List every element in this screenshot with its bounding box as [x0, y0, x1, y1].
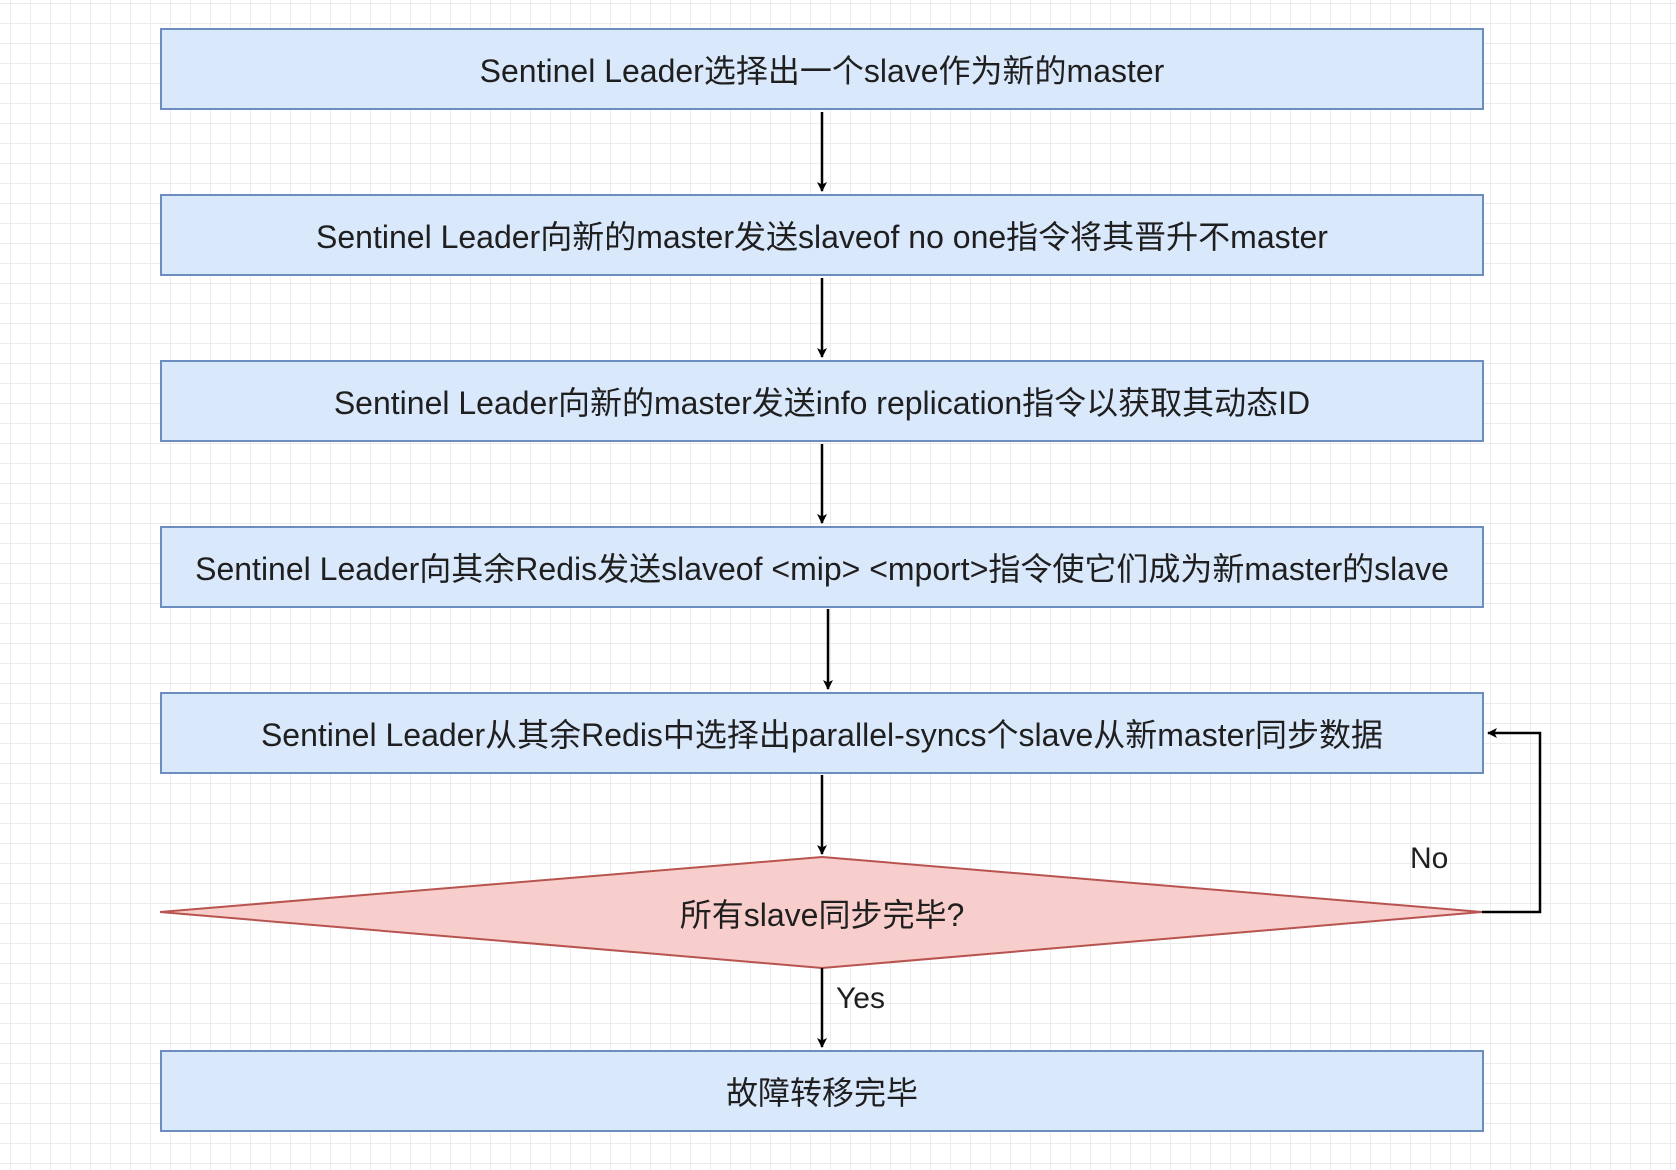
arrow-decision-no-loop	[1482, 728, 1542, 914]
end-box: 故障转移完毕	[160, 1050, 1484, 1132]
step-box-3: Sentinel Leader向新的master发送info replicati…	[160, 360, 1484, 442]
step-box-1: Sentinel Leader选择出一个slave作为新的master	[160, 28, 1484, 110]
step-box-5: Sentinel Leader从其余Redis中选择出parallel-sync…	[160, 692, 1484, 774]
decision-label: 所有slave同步完毕?	[679, 897, 965, 933]
step-box-2: Sentinel Leader向新的master发送slaveof no one…	[160, 194, 1484, 276]
no-edge-label: No	[1410, 842, 1449, 875]
step-box-4: Sentinel Leader向其余Redis发送slaveof <mip> <…	[160, 526, 1484, 608]
yes-edge-label: Yes	[836, 982, 885, 1015]
